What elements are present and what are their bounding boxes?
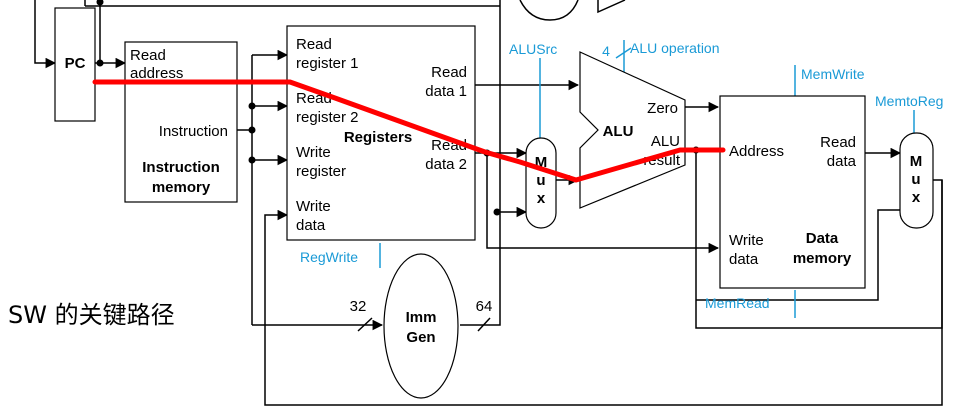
read-data-1-label-b: data 1 [425, 83, 467, 100]
read-address-label-1: Read [130, 47, 166, 64]
mem-read-signal: MemRead [705, 295, 770, 311]
control-signal-labels: RegWrite ALUSrc ALU operation MemWrite M… [300, 40, 943, 311]
data-memory-write-data-b: data [729, 251, 759, 268]
data-memory: Address Read data Write data Data memory [719, 95, 866, 289]
pc-register: PC [54, 7, 96, 122]
datapath-wires [34, 0, 943, 406]
critical-path [92, 79, 726, 183]
instruction-memory-title-1: Instruction [142, 159, 220, 176]
read-address-label-2: address [130, 65, 183, 82]
mem-to-reg-mux: M u x [899, 132, 934, 229]
data-memory-title-1: Data [806, 230, 839, 247]
imm-gen-output-width: 64 [476, 298, 493, 315]
control-wires [379, 40, 915, 318]
pc-label: PC [65, 55, 86, 72]
read-register-1-label-b: register 1 [296, 55, 359, 72]
data-memory-read-data-b: data [827, 153, 857, 170]
registers-title: Registers [344, 129, 412, 146]
write-register-label-a: Write [296, 144, 331, 161]
alu-mux-letter-u: u [536, 172, 545, 189]
write-register-label-b: register [296, 163, 346, 180]
imm-gen-input-width: 32 [350, 298, 367, 315]
mem-write-signal: MemWrite [801, 66, 865, 82]
imm-gen-title-2: Gen [406, 329, 435, 346]
reg-write-signal: RegWrite [300, 249, 358, 265]
alu-mux-letter-x: x [537, 190, 546, 207]
instruction-output-label: Instruction [159, 123, 228, 140]
read-register-1-label-a: Read [296, 36, 332, 53]
write-data-label-b: data [296, 217, 326, 234]
instruction-memory: Read address Instruction Instruction mem… [124, 41, 238, 203]
data-memory-address-label: Address [729, 143, 784, 160]
alu-zero-label: Zero [647, 100, 678, 117]
data-memory-write-data-a: Write [729, 232, 764, 249]
wb-mux-letter-u: u [911, 171, 920, 188]
read-register-2-label-b: register 2 [296, 109, 359, 126]
alu-src-mux: M u x [525, 137, 557, 229]
alu-result-label-a: ALU [651, 133, 680, 150]
alu-title: ALU [603, 123, 634, 140]
alu-operation-signal: ALU operation [630, 40, 720, 56]
data-memory-title-2: memory [793, 250, 852, 267]
imm-gen: Imm Gen 32 64 [350, 253, 493, 399]
alu: ALU Zero ALU result 4 [579, 43, 686, 209]
imm-gen-title-1: Imm [406, 309, 437, 326]
data-memory-read-data-a: Read [820, 134, 856, 151]
alu-op-width: 4 [602, 43, 610, 59]
write-data-label-a: Write [296, 198, 331, 215]
read-data-2-label-b: data 2 [425, 156, 467, 173]
mem-to-reg-signal: MemtoReg [875, 93, 943, 109]
register-file: Read register 1 Read register 2 Write re… [286, 25, 476, 241]
wb-mux-letter-x: x [912, 189, 921, 206]
caption-text: SW 的关键路径 [8, 301, 175, 329]
alu-src-signal: ALUSrc [509, 41, 557, 57]
top-adder-partial [84, 0, 626, 21]
read-data-1-label-a: Read [431, 64, 467, 81]
wb-mux-letter-m: M [910, 153, 923, 170]
instruction-memory-title-2: memory [152, 179, 211, 196]
